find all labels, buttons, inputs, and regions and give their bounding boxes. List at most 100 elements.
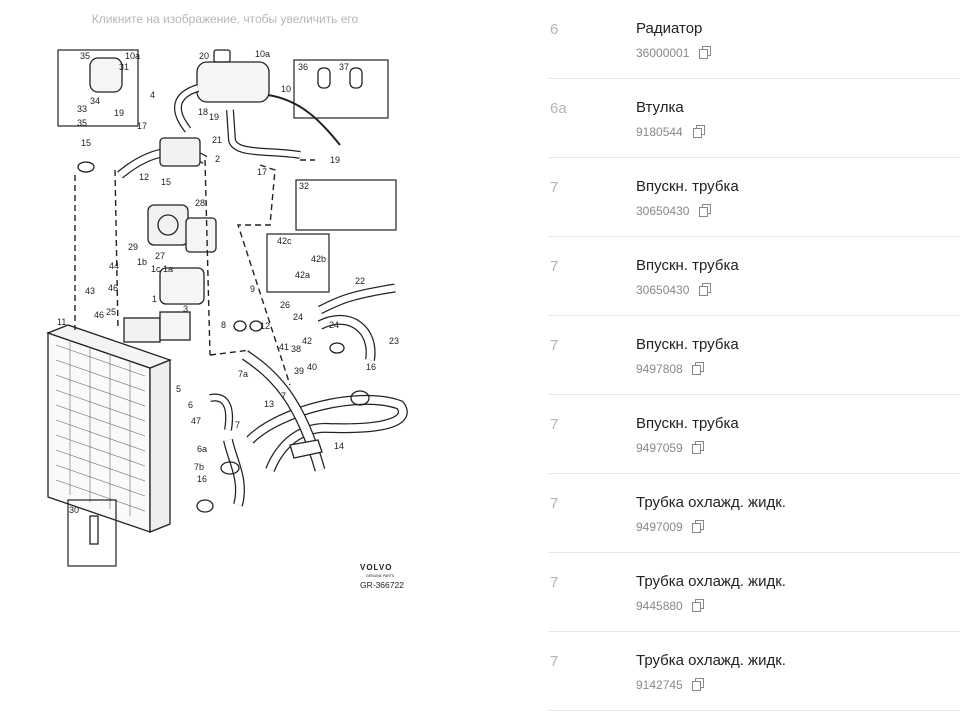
- diagram-pane: 35 10a 31 34 33 35 19 17 4 20 10a 10 18 …: [0, 0, 548, 716]
- part-position: 7: [550, 258, 559, 275]
- part-position: 7: [550, 653, 559, 670]
- copy-icon[interactable]: [693, 125, 705, 138]
- part-code: 30650430: [636, 283, 690, 297]
- inset-box-2: [293, 59, 389, 119]
- part-name[interactable]: Впускн. трубка: [636, 257, 739, 274]
- part-position: 7: [550, 495, 559, 512]
- svg-text:15: 15: [81, 138, 91, 148]
- svg-text:42: 42: [302, 336, 312, 346]
- part-row[interactable]: 7 Впускн. трубка 9497059: [548, 395, 960, 474]
- svg-text:3: 3: [183, 304, 188, 314]
- svg-text:34: 34: [90, 96, 100, 106]
- svg-text:17: 17: [137, 121, 147, 131]
- svg-text:46: 46: [94, 310, 104, 320]
- part-name[interactable]: Впускн. трубка: [636, 415, 739, 432]
- svg-text:47: 47: [191, 416, 201, 426]
- svg-text:44: 44: [109, 261, 119, 271]
- copy-icon[interactable]: [699, 46, 711, 59]
- svg-text:16: 16: [197, 474, 207, 484]
- svg-text:40: 40: [307, 362, 317, 372]
- part-row[interactable]: 7 Впускн. трубка 30650430: [548, 158, 960, 237]
- part-position: 7: [550, 337, 559, 354]
- svg-text:41: 41: [279, 342, 289, 352]
- svg-text:6a: 6a: [197, 444, 207, 454]
- svg-text:7a: 7a: [238, 369, 248, 379]
- svg-text:5: 5: [176, 384, 181, 394]
- svg-text:30: 30: [69, 505, 79, 515]
- svg-text:24: 24: [329, 320, 339, 330]
- svg-text:36: 36: [298, 62, 308, 72]
- svg-text:1c: 1c: [151, 264, 161, 274]
- pump-drawing: [123, 137, 217, 343]
- svg-text:42a: 42a: [295, 270, 310, 280]
- radiator-drawing: [46, 324, 172, 533]
- copy-icon[interactable]: [692, 520, 704, 533]
- part-name[interactable]: Трубка охлажд. жидк.: [636, 652, 786, 669]
- inset-box-1: [57, 49, 139, 127]
- part-row[interactable]: 6 Радиатор 36000001: [548, 0, 960, 79]
- svg-text:19: 19: [330, 155, 340, 165]
- copy-icon[interactable]: [692, 441, 704, 454]
- inset-box-5: [67, 499, 117, 567]
- part-row[interactable]: 7 Трубка охлажд. жидк. 9445880: [548, 553, 960, 632]
- part-position: 7: [550, 416, 559, 433]
- svg-text:27: 27: [155, 251, 165, 261]
- svg-text:12: 12: [139, 172, 149, 182]
- svg-text:1a: 1a: [163, 264, 173, 274]
- svg-text:20: 20: [199, 51, 209, 61]
- part-row[interactable]: 6a Втулка 9180544: [548, 79, 960, 158]
- part-code: 9142745: [636, 678, 683, 692]
- part-name[interactable]: Втулка: [636, 99, 684, 116]
- copy-icon[interactable]: [699, 283, 711, 296]
- callout-labels: 35 10a 31 34 33 35 19 17 4 20 10a 10 18 …: [57, 49, 399, 515]
- svg-text:6: 6: [188, 400, 193, 410]
- part-row[interactable]: 7 Впускн. трубка 30650430: [548, 237, 960, 316]
- part-code: 9497059: [636, 441, 683, 455]
- svg-text:10a: 10a: [125, 51, 140, 61]
- part-code: 30650430: [636, 204, 690, 218]
- svg-text:7: 7: [281, 391, 286, 401]
- svg-text:35: 35: [77, 118, 87, 128]
- svg-text:29: 29: [128, 242, 138, 252]
- part-name[interactable]: Впускн. трубка: [636, 178, 739, 195]
- part-position: 7: [550, 179, 559, 196]
- copy-icon[interactable]: [692, 678, 704, 691]
- parts-diagram[interactable]: 35 10a 31 34 33 35 19 17 4 20 10a 10 18 …: [0, 0, 548, 716]
- part-code: 9497009: [636, 520, 683, 534]
- svg-text:28: 28: [195, 198, 205, 208]
- part-row[interactable]: 7 Трубка охлажд. жидк. 9497009: [548, 474, 960, 553]
- svg-text:7: 7: [235, 420, 240, 430]
- part-row[interactable]: 7 Впускн. трубка 9497808: [548, 316, 960, 395]
- part-code: 9445880: [636, 599, 683, 613]
- inset-box-4: [266, 233, 330, 293]
- svg-text:22: 22: [355, 276, 365, 286]
- svg-text:1b: 1b: [137, 257, 147, 267]
- svg-text:12: 12: [260, 321, 270, 331]
- svg-text:42c: 42c: [277, 236, 292, 246]
- svg-text:13: 13: [264, 399, 274, 409]
- part-code: 9180544: [636, 125, 683, 139]
- svg-text:2: 2: [215, 154, 220, 164]
- zoom-hint: Кликните на изображение, чтобы увеличить…: [91, 12, 359, 26]
- svg-text:18: 18: [198, 107, 208, 117]
- svg-text:37: 37: [339, 62, 349, 72]
- svg-text:9: 9: [250, 284, 255, 294]
- part-code: 36000001: [636, 46, 690, 60]
- svg-text:1: 1: [152, 294, 157, 304]
- copy-icon[interactable]: [692, 599, 704, 612]
- copy-icon[interactable]: [692, 362, 704, 375]
- part-name[interactable]: Радиатор: [636, 20, 703, 37]
- hose-10: [267, 94, 341, 146]
- diagram-reference: GR-366722: [360, 580, 404, 590]
- part-position: 6: [550, 21, 559, 38]
- svg-text:38: 38: [291, 344, 301, 354]
- svg-text:7b: 7b: [194, 462, 204, 472]
- part-name[interactable]: Трубка охлажд. жидк.: [636, 494, 786, 511]
- svg-text:23: 23: [389, 336, 399, 346]
- part-name[interactable]: Впускн. трубка: [636, 336, 739, 353]
- part-name[interactable]: Трубка охлажд. жидк.: [636, 573, 786, 590]
- svg-text:32: 32: [299, 181, 309, 191]
- svg-text:19: 19: [114, 108, 124, 118]
- part-row[interactable]: 7 Трубка охлажд. жидк. 9142745: [548, 632, 960, 711]
- copy-icon[interactable]: [699, 204, 711, 217]
